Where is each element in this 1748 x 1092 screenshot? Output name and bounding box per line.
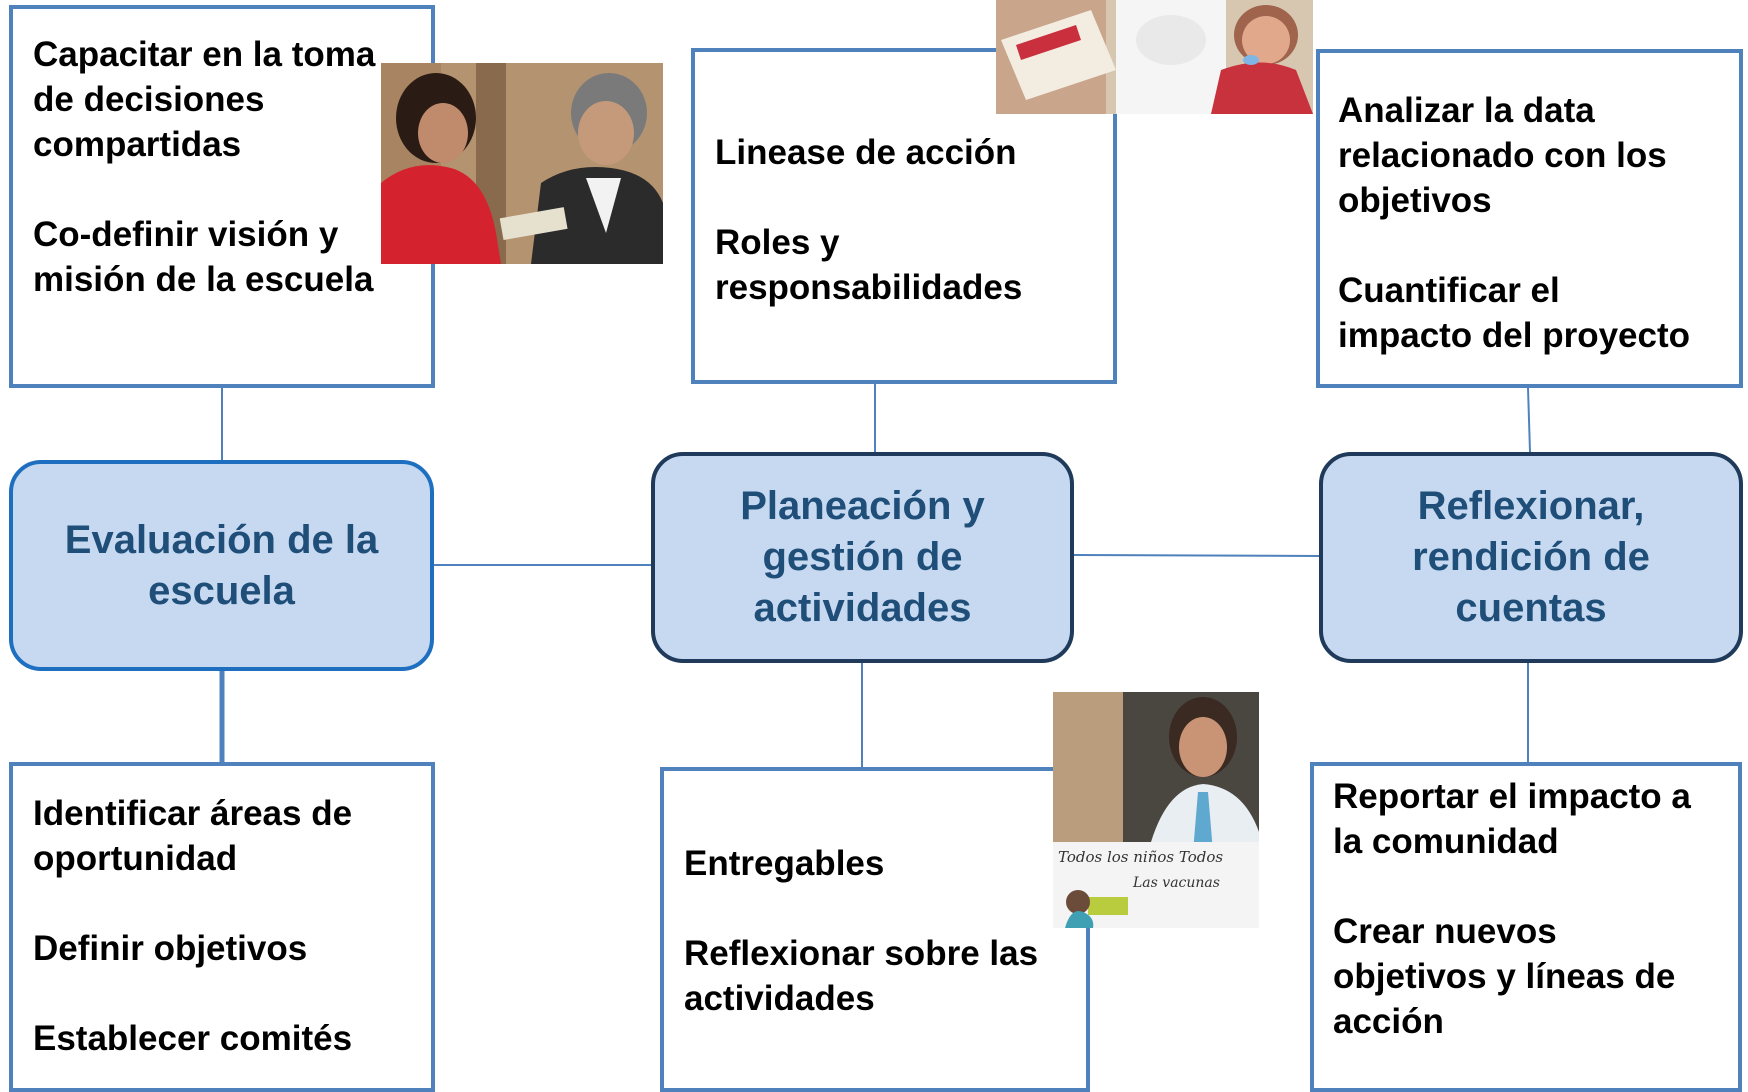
connector-plan-refl — [1073, 554, 1320, 557]
connector-refl-top — [1527, 387, 1531, 453]
sign-text-line1: Todos los niños Todos — [1058, 848, 1223, 866]
item-definir-objetivos: Definir objetivos — [33, 929, 308, 968]
hub-reflexionar: Reflexionar, rendición de cuentas — [1319, 452, 1743, 663]
hub-reflexionar-label: Reflexionar, rendición de cuentas — [1412, 484, 1650, 630]
item-co-definir: Co-definir visión y misión de la escuela — [33, 215, 374, 299]
box-reflexionar-top: Analizar la data relacionado con los obj… — [1316, 49, 1743, 388]
sign-text-line2: Las vacunas — [1132, 875, 1220, 891]
photo-mother-baby — [996, 0, 1313, 114]
item-establecer-comites: Establecer comités — [33, 1019, 353, 1058]
item-lineas-de-accion: Linease de acción — [715, 133, 1017, 172]
item-capacitar: Capacitar en la toma de decisiones compa… — [33, 35, 376, 164]
item-reportar: Reportar el impacto a la comunidad — [1333, 777, 1691, 861]
hub-planeacion: Planeación y gestión de actividades — [651, 452, 1074, 663]
item-cuantificar: Cuantificar el impacto del proyecto — [1338, 271, 1691, 355]
box-reflexionar-bottom: Reportar el impacto a la comunidad Crear… — [1310, 762, 1742, 1092]
item-crear-objetivos: Crear nuevos objetivos y líneas de acció… — [1333, 912, 1676, 1041]
box-evaluacion-bottom: Identificar áreas de oportunidad Definir… — [9, 762, 435, 1092]
box-evaluacion-top: Capacitar en la toma de decisiones compa… — [9, 5, 435, 388]
item-identificar: Identificar áreas de oportunidad — [33, 794, 353, 878]
hub-evaluacion-label: Evaluación de la escuela — [64, 517, 379, 613]
photo-conversation — [381, 63, 663, 264]
item-entregables: Entregables — [684, 844, 885, 883]
item-analizar: Analizar la data relacionado con los obj… — [1338, 91, 1667, 220]
hub-planeacion-label: Planeación y gestión de actividades — [740, 484, 985, 630]
hub-evaluacion: Evaluación de la escuela — [9, 460, 434, 671]
photo-vaccine-sign: Todos los niños Todos Las vacunas — [1053, 692, 1259, 928]
item-roles: Roles y responsabilidades — [715, 223, 1023, 307]
box-planeacion-bottom: Entregables Reflexionar sobre las activi… — [660, 767, 1090, 1092]
item-reflexionar-actividades: Reflexionar sobre las actividades — [684, 934, 1039, 1018]
